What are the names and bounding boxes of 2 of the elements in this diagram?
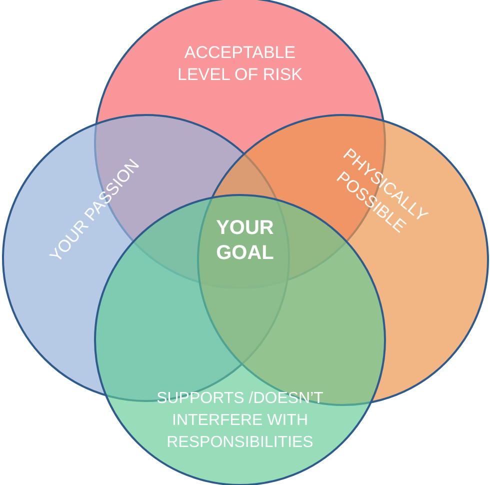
circle-label: ACCEPTABLE LEVEL OF RISK — [176, 42, 304, 86]
center-label: YOUR GOAL — [215, 216, 275, 266]
